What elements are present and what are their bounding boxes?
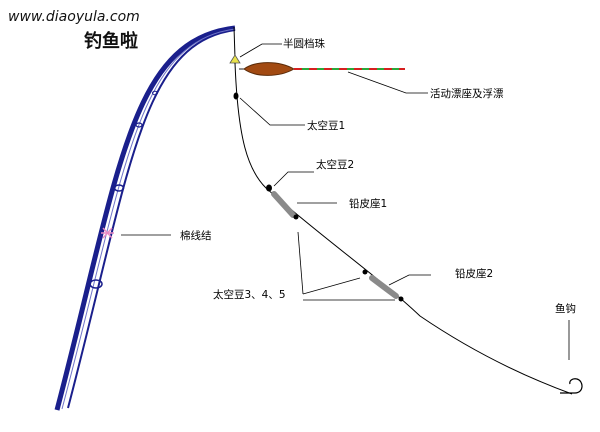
rod-guides: [89, 90, 158, 289]
watermark-brand: 钓鱼啦: [84, 30, 138, 52]
label-space-beans-345: 太空豆3、4、5: [213, 288, 286, 301]
space-bean-2: [266, 184, 272, 192]
space-bean-1: [233, 92, 239, 100]
cotton-knot-marker: [101, 227, 114, 239]
label-fish-hook: 鱼钩: [555, 302, 576, 315]
fish-hook: [560, 378, 583, 394]
float: [239, 62, 405, 76]
lead-seat-2: [369, 275, 399, 299]
callout-leaders: [121, 43, 570, 360]
guide-ring-small: [135, 122, 143, 128]
watermark-url: www.diaoyula.com: [8, 9, 140, 25]
main-line: [234, 62, 573, 395]
space-bean-5: [398, 296, 404, 302]
label-space-bean-1: 太空豆1: [307, 119, 345, 132]
half-round-stopper: [229, 54, 241, 64]
fishing-rod: [54, 25, 236, 411]
guide-ring-medium: [113, 184, 125, 192]
lead-seat-1: [271, 191, 299, 220]
guide-ring-tiny: [152, 90, 158, 96]
label-space-bean-2: 太空豆2: [316, 158, 354, 171]
space-bean-3: [362, 269, 368, 275]
label-cotton-knot: 棉线结: [180, 229, 212, 242]
label-half-round-stopper: 半圆档珠: [283, 37, 325, 50]
guide-ring-large: [89, 279, 103, 289]
label-lead-seat-1: 铅皮座1: [349, 197, 387, 210]
label-lead-seat-2: 铅皮座2: [455, 267, 493, 280]
label-float-seat-and-float: 活动漂座及浮漂: [430, 87, 504, 100]
